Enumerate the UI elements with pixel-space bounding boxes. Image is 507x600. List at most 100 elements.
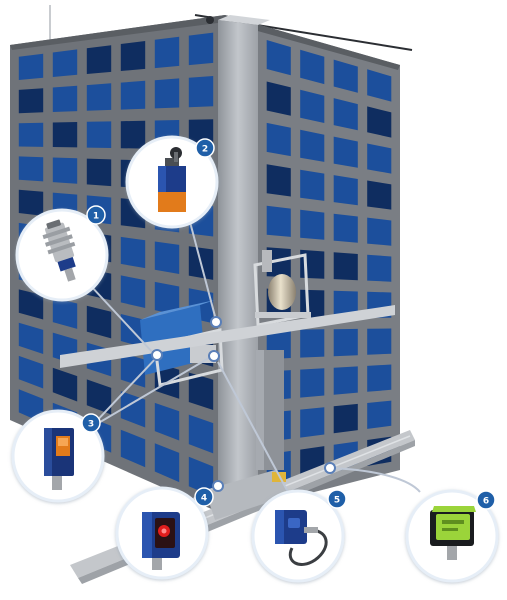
rack-cell	[300, 407, 325, 438]
stacker-crane	[205, 15, 290, 520]
rack-cell	[333, 136, 358, 168]
rack-cell	[154, 402, 180, 441]
leader-line-6	[329, 467, 421, 493]
rack-cell	[367, 106, 392, 138]
lift-carriage-right	[253, 250, 311, 327]
badge-2-number: 2	[202, 145, 208, 155]
rack-cell	[86, 379, 112, 415]
rack-cell	[154, 241, 180, 274]
rack-cell	[52, 49, 78, 77]
rack-cell	[120, 120, 146, 149]
rack-cell	[266, 164, 291, 197]
badge-1-number: 1	[93, 212, 99, 222]
leader-line-3b	[89, 354, 215, 429]
rack-cell	[86, 45, 112, 74]
leader-line-2	[189, 221, 217, 321]
callout-6[interactable]: 6	[405, 489, 499, 583]
callout-4[interactable]: 4	[115, 486, 214, 580]
rack-cell	[86, 83, 112, 111]
badge-3	[81, 413, 101, 433]
badge-3-number: 3	[88, 420, 94, 430]
badge-2	[195, 138, 215, 158]
rack-cell	[300, 368, 325, 398]
rack-cell	[188, 32, 214, 66]
inductive-cable-sensor-icon	[275, 510, 328, 566]
rack-cell	[300, 89, 325, 123]
rfid-sensor-icon	[430, 506, 476, 560]
badge-4	[194, 487, 214, 507]
rack-cell	[333, 403, 358, 434]
badge-4-number: 4	[201, 494, 207, 504]
rack-cell	[333, 328, 358, 357]
rack-cell	[18, 156, 44, 182]
rack-cell	[120, 80, 146, 110]
rack-cell	[154, 78, 180, 109]
warehouse-rack-building	[10, 15, 400, 515]
rack-cell	[367, 69, 392, 102]
rack-cell	[333, 175, 358, 206]
callout-1[interactable]: 1	[15, 205, 109, 302]
target-dot-3	[208, 350, 220, 362]
callout-5[interactable]: 5	[251, 489, 347, 583]
crane-mast	[218, 20, 258, 500]
rack-cell	[367, 254, 392, 282]
rack-cell	[86, 158, 112, 187]
rack-cell	[266, 81, 291, 116]
rack-cell	[188, 76, 214, 108]
rack-cell	[266, 40, 291, 76]
rack-cell	[266, 122, 291, 157]
rack-cell	[120, 275, 146, 308]
rack-cell	[52, 85, 78, 112]
rack-cell	[266, 205, 291, 237]
rack-cell	[18, 122, 44, 147]
photoelectric-sensor-icon	[44, 428, 74, 490]
rack-cell	[120, 236, 146, 269]
callout-3[interactable]: 3	[11, 409, 105, 503]
rack-cell	[120, 41, 146, 71]
leader-line-1	[89, 284, 156, 356]
rack-cell	[367, 400, 392, 429]
rack-cell	[86, 121, 112, 148]
rack-cell	[300, 209, 325, 240]
rack-cell	[300, 49, 325, 85]
rack-cell	[188, 372, 214, 410]
limit-switch-icon	[158, 147, 186, 212]
leader-line-5	[217, 361, 296, 506]
rack-cell	[18, 322, 44, 354]
rack-cell	[52, 367, 78, 402]
photoelectric-red-sensor-icon	[142, 512, 180, 570]
leader-line-3	[89, 355, 159, 429]
rack-cell	[188, 456, 214, 497]
badge-5	[327, 489, 347, 509]
callout-2[interactable]: 2	[125, 135, 219, 229]
rack-cell	[333, 59, 358, 93]
rack-cell	[154, 281, 180, 316]
target-dot-6	[324, 462, 336, 474]
rack-cell	[300, 169, 325, 201]
badge-6-number: 6	[483, 497, 489, 507]
rack-cell	[367, 180, 392, 210]
rack-cell	[18, 53, 44, 80]
rack-cell	[120, 352, 146, 388]
badge-1	[86, 205, 106, 225]
rack-cell	[333, 252, 358, 281]
rack-cell	[300, 129, 325, 162]
target-dot-4	[212, 480, 224, 492]
rack-cell	[367, 143, 392, 174]
rack-cell	[300, 329, 325, 358]
rack-cell	[333, 366, 358, 395]
rack-cell	[18, 289, 44, 320]
target-dot-2	[210, 316, 222, 328]
rack-cell	[154, 362, 180, 399]
cross-beam	[60, 305, 395, 368]
inductive-proximity-sensor-icon	[42, 219, 76, 282]
rack-cell	[18, 88, 44, 114]
rack-cell	[120, 429, 146, 468]
rack-cell	[333, 290, 358, 318]
badge-5-number: 5	[334, 496, 340, 506]
rack-right-windows	[266, 40, 392, 484]
rack-cell	[333, 213, 358, 243]
rack-cell	[154, 36, 180, 69]
rack-cell	[52, 122, 78, 148]
rack-cell	[18, 355, 44, 389]
